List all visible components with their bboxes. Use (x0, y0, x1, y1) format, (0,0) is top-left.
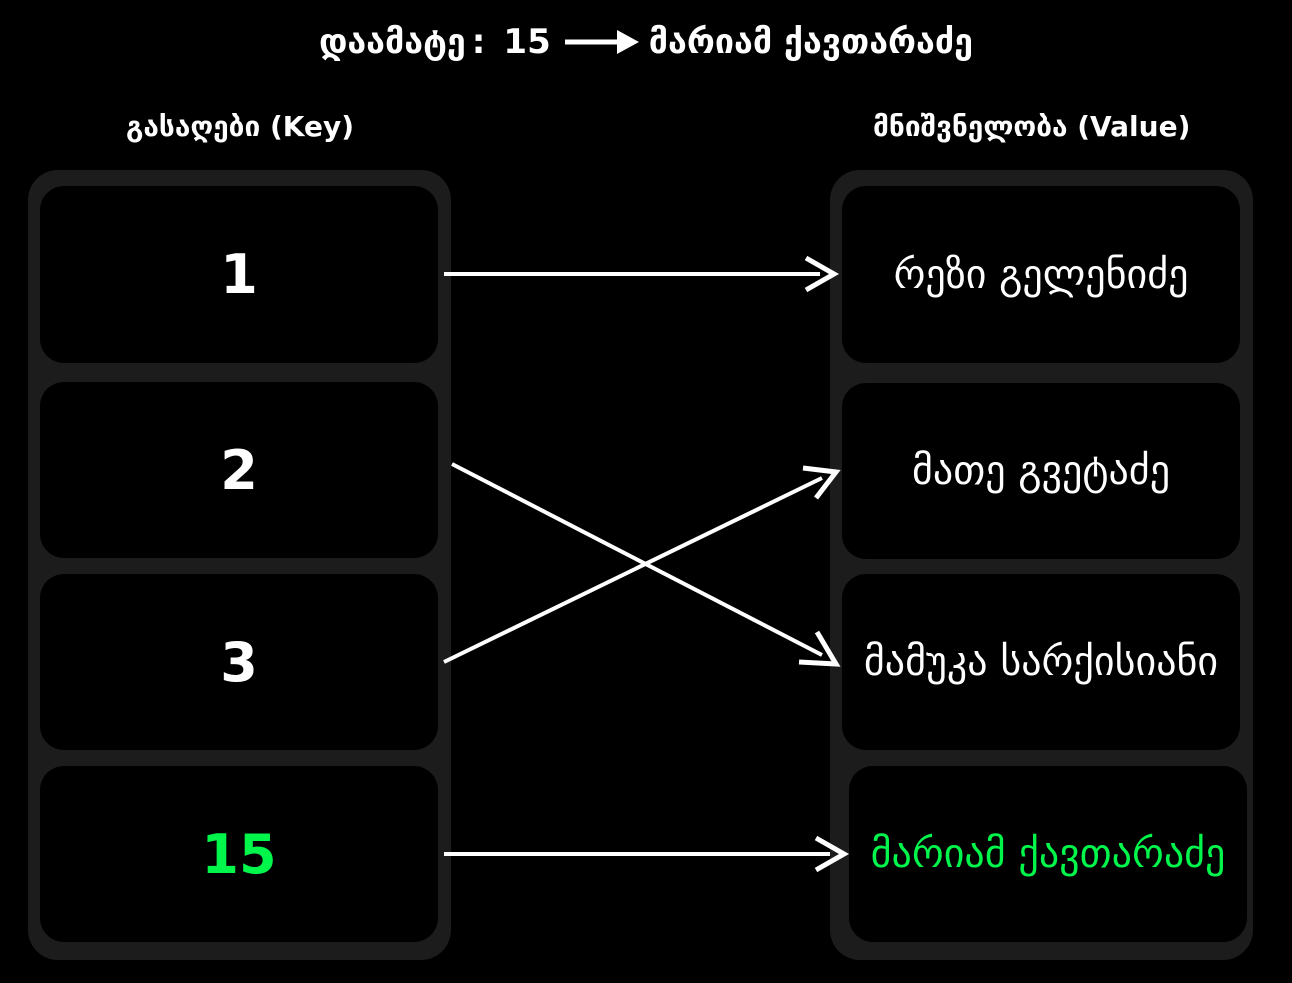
mapping-arrow-2-to-value-3 (451, 462, 841, 667)
value-cell-1: რეზი გელენიძე (842, 186, 1240, 363)
value-label: მამუკა სარქისიანი (863, 639, 1219, 685)
key-cell-15: 15 (40, 766, 438, 942)
key-label: 15 (201, 822, 277, 886)
value-label: მარიამ ქავთარაძე (870, 831, 1226, 877)
key-label: 2 (220, 438, 258, 502)
value-cell-3: მამუკა სარქისიანი (842, 574, 1240, 750)
operation-separator: : (471, 22, 486, 62)
mapping-arrow-15-to-value-4 (444, 835, 850, 873)
keys-column: 1 2 3 15 (28, 170, 451, 960)
keys-heading: გასაღები (Key) (126, 109, 355, 143)
operation-title: დაამატე : 15 მარიამ ქავთარაძე (0, 18, 1292, 66)
values-heading: მნიშვნელობა (Value) (873, 109, 1191, 143)
value-cell-2: მათე გვეტაძე (842, 383, 1240, 559)
key-cell-2: 2 (40, 382, 438, 558)
key-label: 1 (220, 243, 258, 306)
key-cell-3: 3 (40, 574, 438, 750)
value-label: მათე გვეტაძე (911, 448, 1171, 494)
arrow-right-icon (564, 30, 639, 54)
mapping-arrow-1-to-value-1 (444, 255, 840, 293)
operation-value: მარიამ ქავთარაძე (648, 22, 974, 62)
value-label: რეზი გელენიძე (893, 251, 1189, 298)
value-cell-4: მარიამ ქავთარაძე (849, 766, 1247, 942)
mapping-arrow-3-to-value-2 (443, 465, 841, 664)
key-label: 3 (220, 630, 258, 694)
key-cell-1: 1 (40, 186, 438, 363)
operation-label: დაამატე (318, 22, 466, 62)
operation-key: 15 (503, 22, 551, 62)
values-column: რეზი გელენიძე მათე გვეტაძე მამუკა სარქის… (830, 170, 1253, 960)
